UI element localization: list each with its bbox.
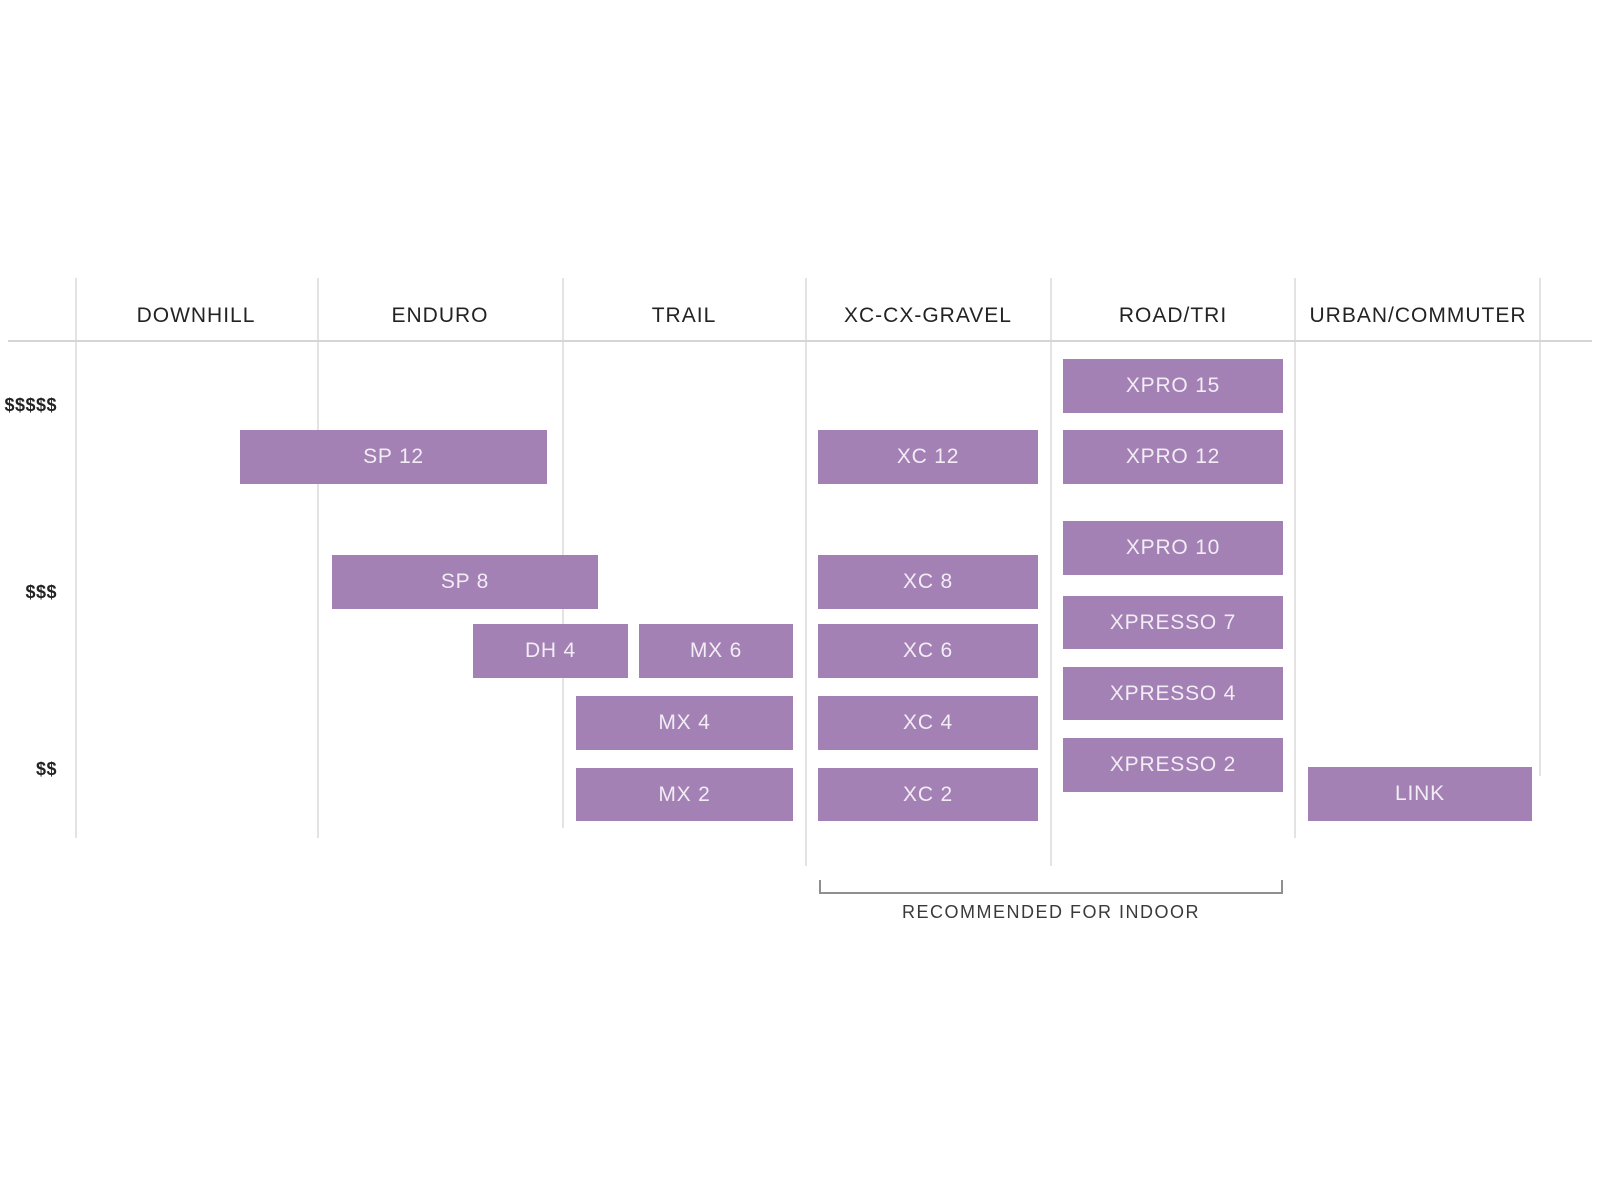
column-divider	[317, 278, 319, 838]
product-box-sp-8: SP 8	[332, 555, 598, 609]
column-divider	[1294, 278, 1296, 838]
indoor-bracket-caption: RECOMMENDED FOR INDOOR	[902, 902, 1200, 922]
column-divider	[75, 278, 77, 838]
product-box-xpresso-2: XPRESSO 2	[1063, 738, 1283, 792]
product-box-xpro-10: XPRO 10	[1063, 521, 1283, 575]
product-box-xpresso-4: XPRESSO 4	[1063, 667, 1283, 720]
price-tier-5-dollar: $$$$$	[4, 395, 57, 415]
column-header-trail: TRAIL	[651, 304, 717, 327]
product-box-mx-4: MX 4	[576, 696, 793, 750]
column-header-downhill: DOWNHILL	[136, 304, 256, 327]
product-box-sp-12: SP 12	[240, 430, 547, 484]
product-box-xc-6: XC 6	[818, 624, 1038, 678]
product-box-xpro-15: XPRO 15	[1063, 359, 1283, 413]
product-box-link: LINK	[1308, 767, 1532, 821]
column-header-enduro: ENDURO	[391, 304, 489, 327]
column-divider	[1050, 278, 1052, 866]
column-header-road-tri: ROAD/TRI	[1118, 304, 1228, 327]
product-box-xpro-12: XPRO 12	[1063, 430, 1283, 484]
header-rule	[8, 340, 1592, 342]
product-box-xc-4: XC 4	[818, 696, 1038, 750]
price-tier-2-dollar: $$	[35, 759, 57, 779]
column-header-urban-commuter: URBAN/COMMUTER	[1309, 304, 1527, 327]
product-box-xc-2: XC 2	[818, 768, 1038, 821]
indoor-bracket	[819, 880, 1283, 894]
column-divider	[805, 278, 807, 866]
product-box-xc-12: XC 12	[818, 430, 1038, 484]
product-box-mx-6: MX 6	[639, 624, 793, 678]
column-divider	[1539, 278, 1541, 776]
column-divider	[562, 278, 564, 828]
column-header-xc-cx-gravel: XC-CX-GRAVEL	[844, 304, 1012, 327]
price-tier-3-dollar: $$$	[25, 582, 57, 602]
product-box-xc-8: XC 8	[818, 555, 1038, 609]
product-box-dh-4: DH 4	[473, 624, 628, 678]
product-box-mx-2: MX 2	[576, 768, 793, 821]
product-box-xpresso-7: XPRESSO 7	[1063, 596, 1283, 649]
